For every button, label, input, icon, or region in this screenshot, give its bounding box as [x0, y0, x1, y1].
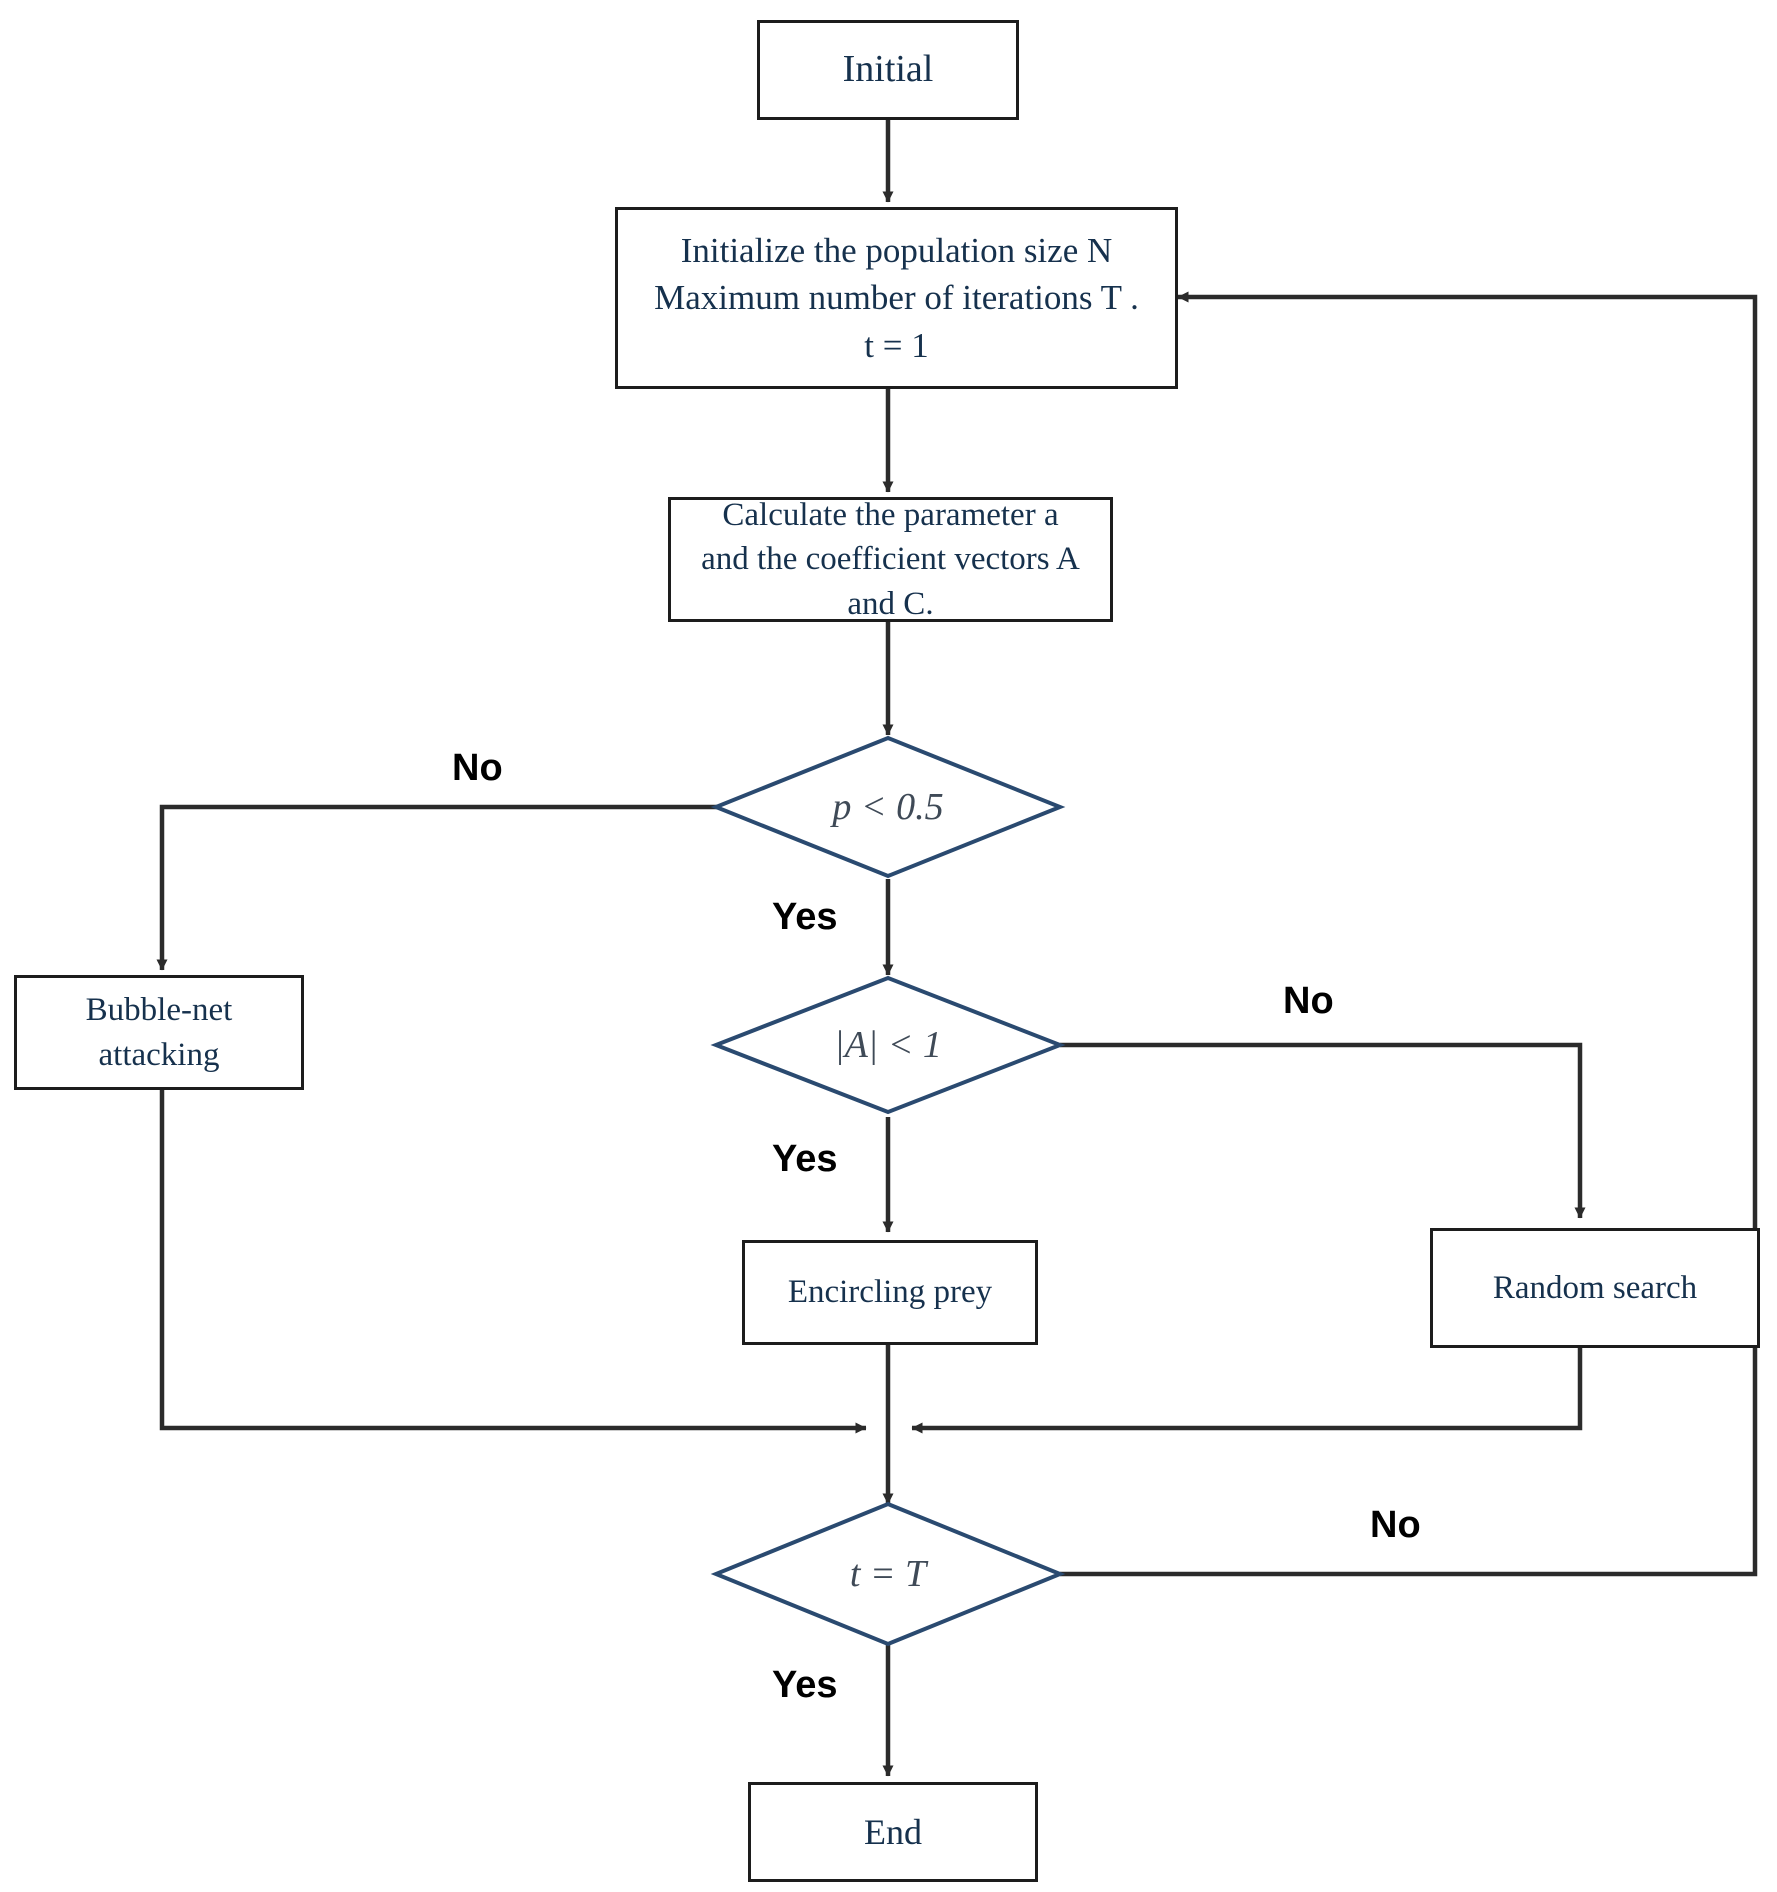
edge-label-a-yes: Yes	[772, 1138, 838, 1180]
edge-bubblenet-to-merge	[159, 1090, 867, 1434]
node-end[interactable]: End	[748, 1782, 1038, 1882]
edge-label-t-no: No	[1370, 1504, 1421, 1546]
decision-t-eq-T	[710, 1501, 1066, 1647]
node-bubble-net-attacking-label: Bubble-net attacking	[85, 991, 233, 1073]
edge-p-no-to-bubblenet	[156, 804, 718, 971]
node-end-label: End	[864, 1811, 922, 1852]
edge-t-no-feedback	[1060, 291, 1758, 1577]
edge-label-p-yes: Yes	[772, 896, 838, 938]
edge-label-a-no: No	[1283, 980, 1334, 1022]
node-initialize-parameters-label: Initialize the population size N Maximum…	[654, 231, 1139, 365]
node-encircling-prey-label: Encircling prey	[787, 1274, 993, 1311]
edge-random-to-merge	[911, 1348, 1583, 1434]
node-initial-label: Initial	[842, 48, 934, 91]
edge-label-t-yes: Yes	[772, 1664, 838, 1706]
edge-label-p-no: No	[452, 747, 503, 789]
node-initialize-parameters[interactable]: Initialize the population size N Maximum…	[615, 207, 1178, 389]
edge-a-no-to-random	[1060, 1042, 1586, 1219]
node-random-search[interactable]: Random search	[1430, 1228, 1760, 1348]
node-calculate-parameters[interactable]: Calculate the parameter a and the coeffi…	[668, 497, 1113, 622]
node-bubble-net-attacking[interactable]: Bubble-net attacking	[14, 975, 304, 1090]
decision-p-lt-half	[710, 735, 1066, 879]
decision-abs-a-lt-1	[710, 975, 1066, 1115]
node-encircling-prey[interactable]: Encircling prey	[742, 1240, 1038, 1345]
node-random-search-label: Random search	[1492, 1269, 1698, 1306]
node-initial[interactable]: Initial	[757, 20, 1019, 120]
node-calculate-parameters-label: Calculate the parameter a and the coeffi…	[701, 496, 1080, 622]
